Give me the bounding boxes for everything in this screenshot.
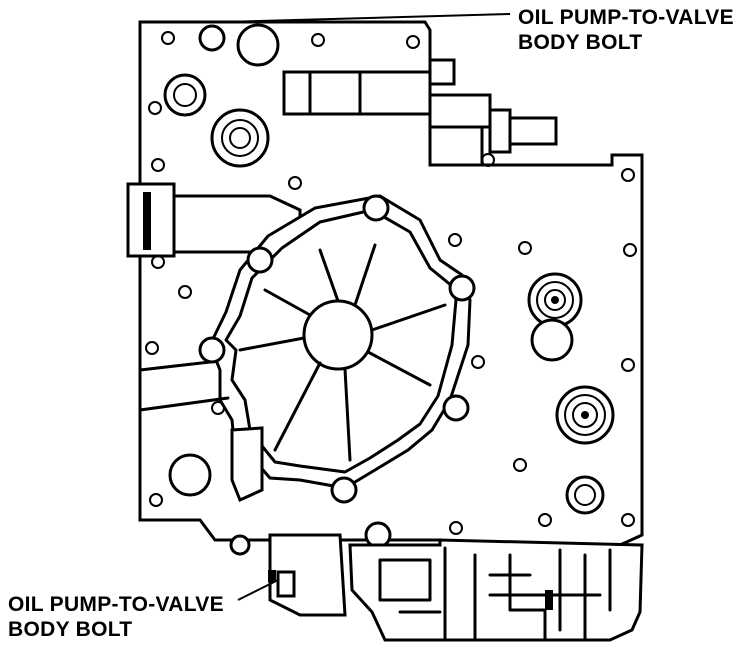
small-holes (145, 31, 637, 535)
top-callout-line2: BODY BOLT (518, 31, 643, 54)
pump-ribs (238, 243, 447, 462)
bottom-channel-block (348, 538, 644, 642)
lower-left-tube (138, 360, 264, 503)
oil-pump-body (208, 194, 472, 490)
bottom-callout-line1: OIL PUMP-TO-VALVE (8, 593, 224, 616)
bottom-leader-line (237, 579, 279, 601)
lower-bracket (268, 533, 347, 617)
upper-spool-valve (282, 58, 558, 167)
top-leader-line (223, 13, 511, 23)
bottom-callout-line2: BODY BOLT (8, 618, 133, 641)
bottom-bolt-callout: OIL PUMP-TO-VALVE BODY BOLT (8, 592, 224, 642)
top-callout-line1: OIL PUMP-TO-VALVE (518, 6, 734, 29)
top-bolt-callout: OIL PUMP-TO-VALVE BODY BOLT (518, 5, 734, 55)
plate-bosses (163, 23, 280, 497)
right-accumulators (527, 272, 615, 515)
